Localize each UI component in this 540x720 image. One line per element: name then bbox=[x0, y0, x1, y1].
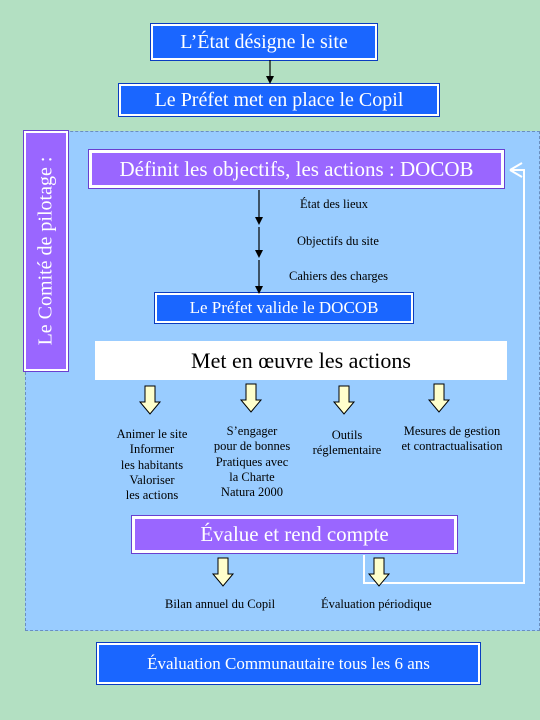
evalue-text: Évalue et rend compte bbox=[200, 522, 389, 546]
oeuvre-text: Met en œuvre les actions bbox=[191, 347, 411, 373]
action-animer: Animer le site Informer les habitants Va… bbox=[104, 427, 200, 503]
action-animer-line: Informer bbox=[129, 442, 175, 457]
action-animer-line: Animer le site bbox=[116, 427, 188, 441]
action-engager-line: pour de bonnes bbox=[213, 439, 291, 454]
prefet-valide-text: Le Préfet valide le DOCOB bbox=[189, 298, 379, 317]
action-engager-line: Natura 2000 bbox=[220, 485, 284, 499]
action-engager-line: la Charte bbox=[229, 469, 275, 484]
action-outils-line: réglementaire bbox=[312, 443, 382, 458]
action-mesures: Mesures de gestion et contractualisation bbox=[390, 424, 514, 455]
result-evaluation: Évaluation périodique bbox=[321, 597, 432, 611]
feedback-loop-line bbox=[363, 169, 525, 584]
action-outils: Outils réglementaire bbox=[302, 428, 392, 459]
evaluation-communautaire-text: Évaluation Communautaire tous les 6 ans bbox=[147, 653, 430, 673]
oeuvre-box: Met en œuvre les actions bbox=[95, 341, 507, 380]
block-arrow-mesures bbox=[427, 383, 451, 413]
action-animer-line: les actions bbox=[125, 488, 179, 502]
definit-box: Définit les objectifs, les actions : DOC… bbox=[88, 149, 505, 189]
step-objectifs-du-site: Objectifs du site bbox=[297, 234, 379, 248]
step-cahiers-des-charges: Cahiers des charges bbox=[289, 269, 389, 283]
evaluation-communautaire-box: Évaluation Communautaire tous les 6 ans bbox=[96, 642, 481, 685]
block-arrow-bilan bbox=[211, 557, 235, 587]
prefet-valide-box: Le Préfet valide le DOCOB bbox=[154, 292, 414, 324]
action-engager-line: S’engager bbox=[226, 424, 278, 438]
action-engager: S’engager pour de bonnes Pratiques avec … bbox=[202, 424, 302, 500]
action-animer-line: Valoriser bbox=[129, 472, 175, 487]
definit-text: Définit les objectifs, les actions : DOC… bbox=[119, 156, 474, 181]
action-engager-line: Pratiques avec bbox=[215, 454, 289, 469]
prefet-copil-box: Le Préfet met en place le Copil bbox=[118, 83, 440, 117]
block-arrow-engager bbox=[239, 383, 263, 413]
action-mesures-line: et contractualisation bbox=[401, 439, 503, 454]
feedback-loop-arrowhead bbox=[509, 162, 523, 178]
block-arrow-outils bbox=[332, 385, 356, 415]
action-mesures-line: Mesures de gestion bbox=[403, 424, 501, 438]
action-outils-line: Outils bbox=[331, 428, 363, 442]
committee-label: Le Comité de pilotage : bbox=[23, 130, 69, 372]
etat-designe-box: L’État désigne le site bbox=[150, 23, 378, 61]
result-bilan: Bilan annuel du Copil bbox=[165, 597, 276, 611]
step-etat-des-lieux: État des lieux bbox=[300, 197, 369, 211]
action-animer-line: les habitants bbox=[120, 457, 184, 472]
evalue-box: Évalue et rend compte bbox=[131, 515, 458, 554]
block-arrow-animer bbox=[138, 385, 162, 415]
prefet-copil-text: Le Préfet met en place le Copil bbox=[154, 88, 404, 111]
block-arrow-evaluation bbox=[367, 557, 391, 587]
etat-designe-text: L’État désigne le site bbox=[180, 30, 348, 53]
